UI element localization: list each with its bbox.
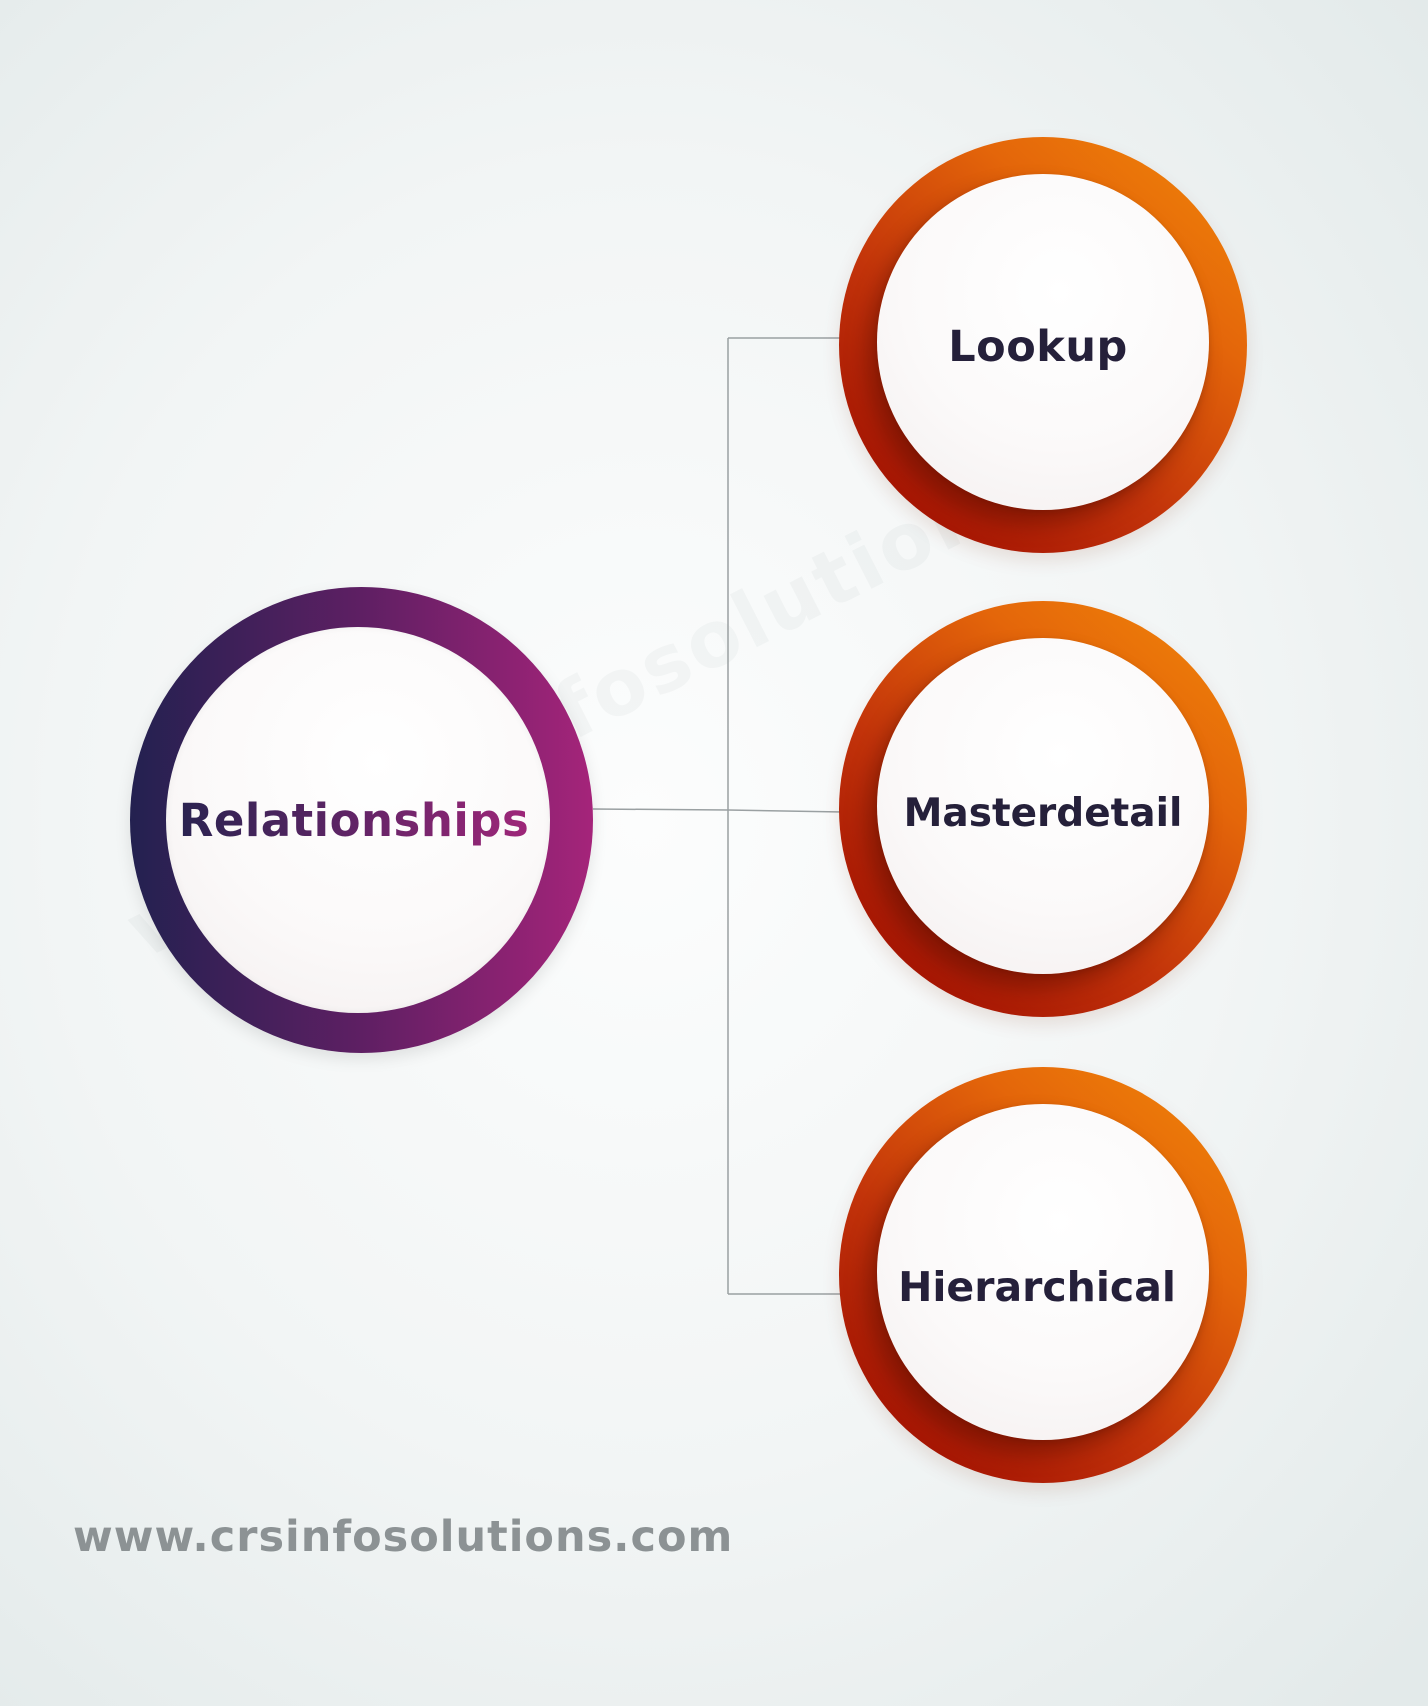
child-node-label: Hierarchical (898, 1263, 1176, 1311)
child-node-disc: Hierarchical (877, 1104, 1209, 1440)
child-node-label: Masterdetail (903, 790, 1183, 836)
root-node-label: Relationships (178, 793, 530, 847)
child-node-disc: Masterdetail (877, 638, 1209, 974)
child-node-hierarchical: Hierarchical (839, 1067, 1247, 1483)
child-node-label: Lookup (948, 322, 1128, 372)
connector-branch-masterdetail (727, 809, 844, 813)
child-node-masterdetail: Masterdetail (839, 601, 1247, 1017)
child-node-lookup: Lookup (839, 137, 1247, 553)
root-node-relationships: Relationships (130, 587, 593, 1053)
footer-website-url: www.crsinfosolutions.com (73, 1512, 734, 1562)
root-node-disc: Relationships (166, 627, 550, 1013)
child-node-disc: Lookup (877, 174, 1209, 510)
connector-root-trunk (592, 808, 729, 811)
